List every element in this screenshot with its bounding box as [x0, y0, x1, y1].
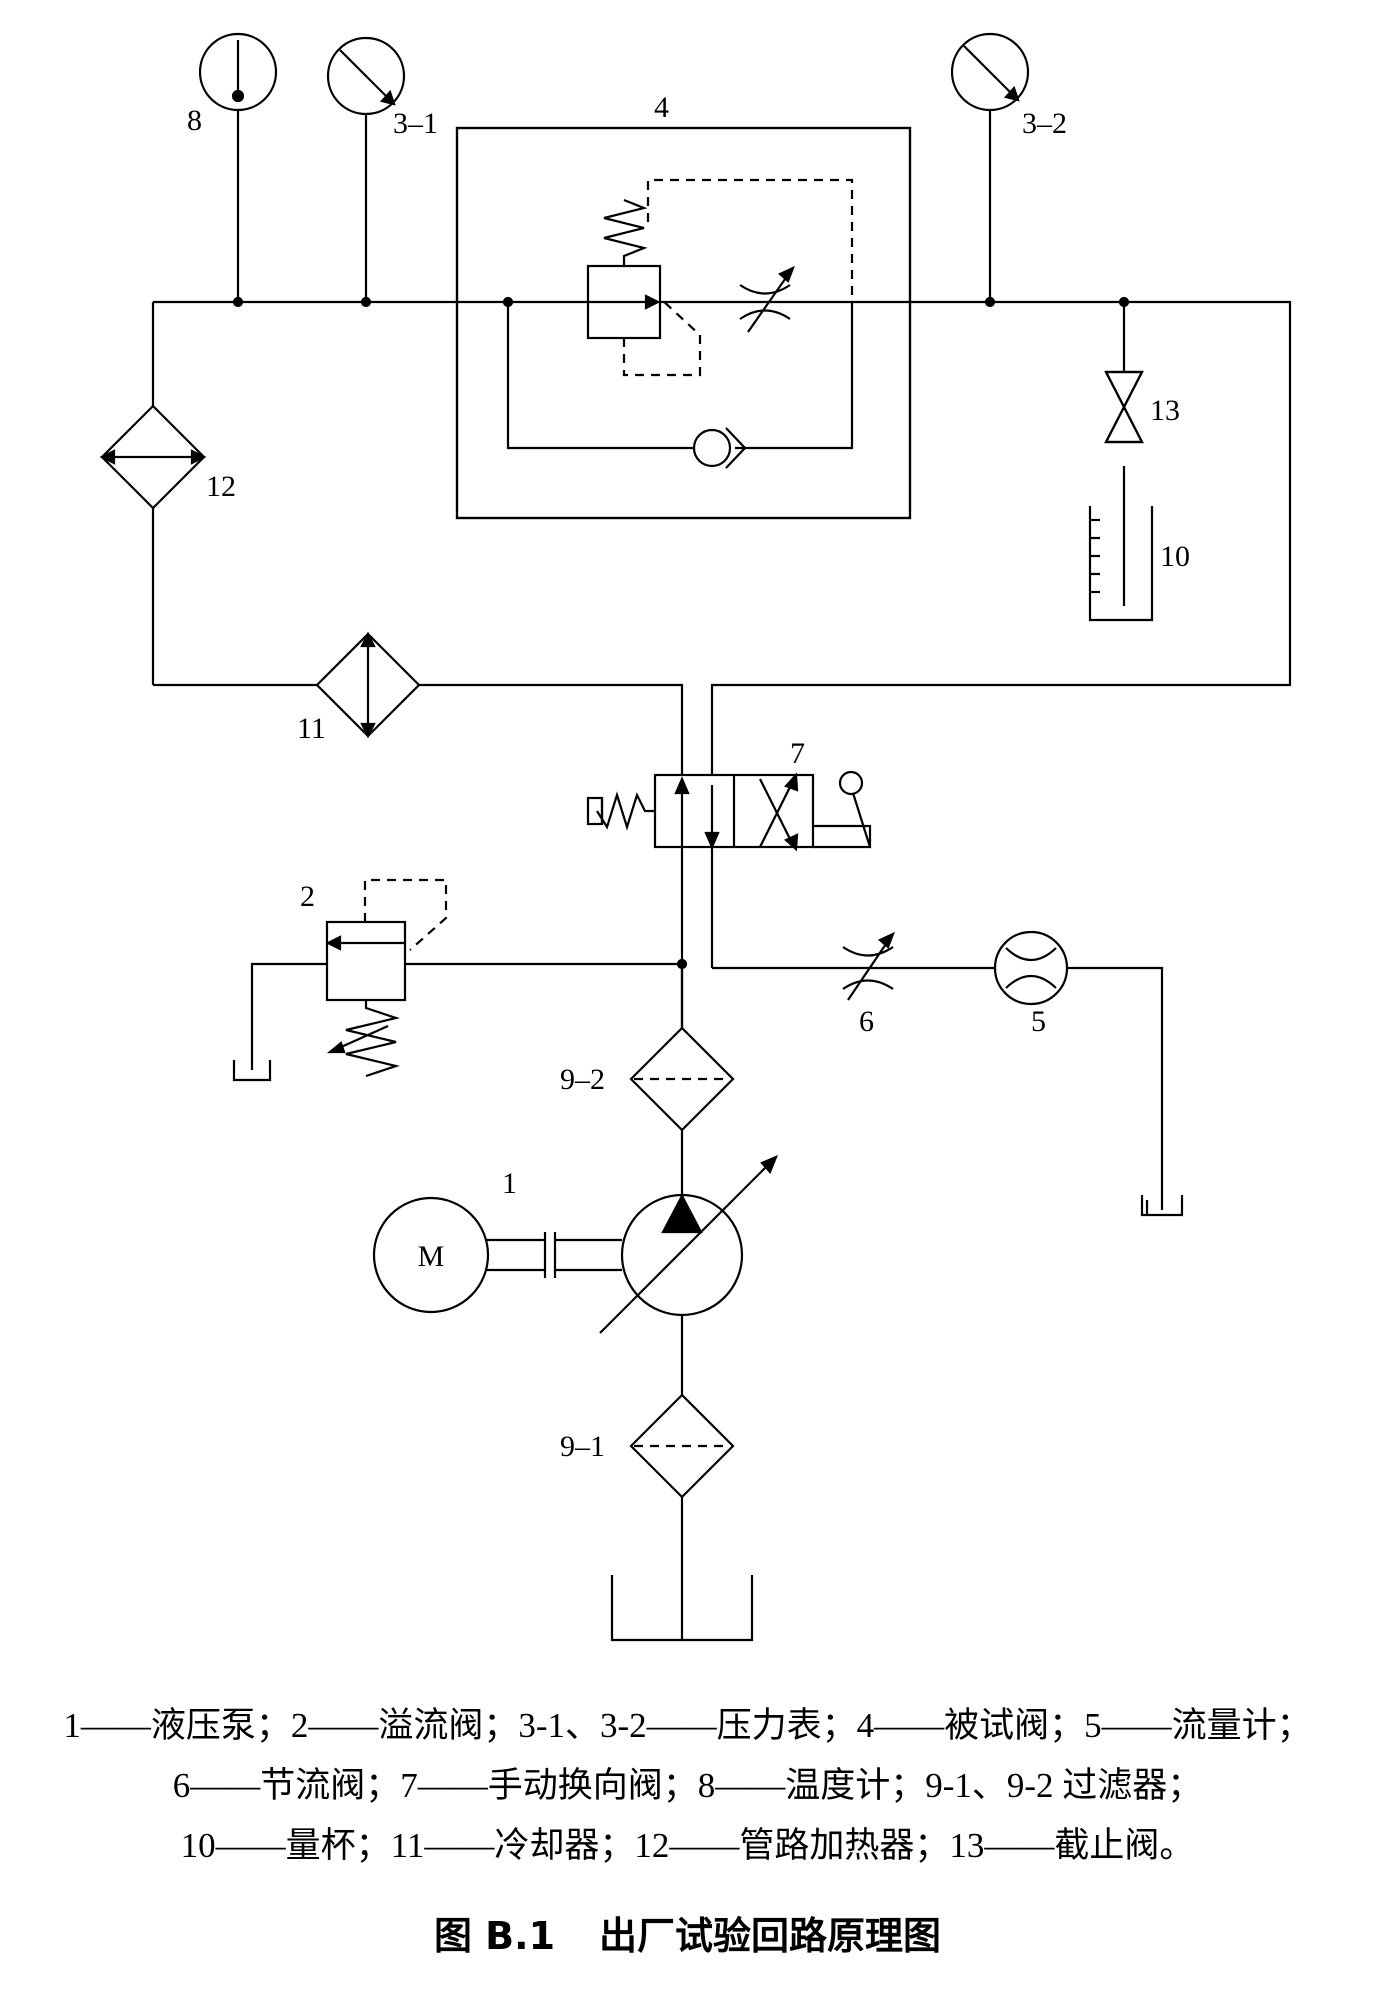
label-gauge-2: 3–2 — [1022, 107, 1067, 140]
measuring-cup: 10 — [1088, 506, 1190, 622]
pressure-gauge-1: 3–1 — [326, 36, 438, 302]
throttle-valve: 6 — [842, 931, 895, 1038]
electric-motor: M — [372, 1196, 490, 1314]
label-heater: 12 — [206, 470, 236, 503]
oil-tank — [610, 1575, 754, 1642]
motor-symbol: M — [418, 1240, 445, 1273]
flowmeter: 5 — [993, 930, 1069, 1038]
test-valve-block: 4 — [455, 91, 912, 520]
cooler: 11 — [297, 631, 421, 745]
label-flowmeter: 5 — [1031, 1005, 1046, 1038]
figure-title: 出厂试验回路原理图 — [599, 1914, 942, 1958]
thermometer: 8 — [187, 32, 278, 302]
legend-line-1: 1——液压泵；2——溢流阀；3-1、3-2——压力表；4——被试阀；5——流量计… — [63, 1706, 1312, 1745]
label-thermometer: 8 — [187, 104, 202, 137]
label-throttle-valve: 6 — [859, 1005, 874, 1038]
main-pipeline — [151, 296, 1292, 1028]
legend-line-3: 10——量杯；11——冷却器；12——管路加热器；13——截止阀。 — [180, 1826, 1195, 1865]
hydraulic-test-circuit-diagram: 8 3–1 3–2 4 — [99, 32, 1292, 1642]
directional-valve: 7 — [586, 737, 872, 852]
hydraulic-pump: 1 — [487, 1154, 779, 1395]
figure-caption: 图 B.1 出厂试验回路原理图 — [0, 1905, 1375, 1960]
label-cooler: 11 — [297, 712, 326, 745]
pressure-gauge-2: 3–2 — [950, 32, 1067, 302]
label-measuring-cup: 10 — [1160, 540, 1190, 573]
figure-number: 图 B.1 — [433, 1914, 556, 1958]
label-pump: 1 — [502, 1167, 517, 1200]
label-relief-valve: 2 — [300, 880, 315, 913]
filter-1: 9–1 — [560, 1393, 735, 1640]
filter-2: 9–2 — [560, 964, 735, 1196]
stop-valve: 13 — [1104, 302, 1180, 606]
label-directional-valve: 7 — [790, 737, 805, 770]
legend-line-2: 6——节流阀；7——手动换向阀；8——温度计；9-1、9-2 过滤器； — [172, 1766, 1203, 1805]
relief-valve: 2 — [232, 878, 688, 1082]
label-filter-2: 9–2 — [560, 1063, 605, 1096]
label-stop-valve: 13 — [1150, 394, 1180, 427]
label-filter-1: 9–1 — [560, 1430, 605, 1463]
label-gauge-1: 3–1 — [393, 107, 438, 140]
label-test-valve: 4 — [654, 91, 669, 124]
pipeline-heater: 12 — [99, 404, 236, 510]
return-line — [712, 966, 1184, 1217]
